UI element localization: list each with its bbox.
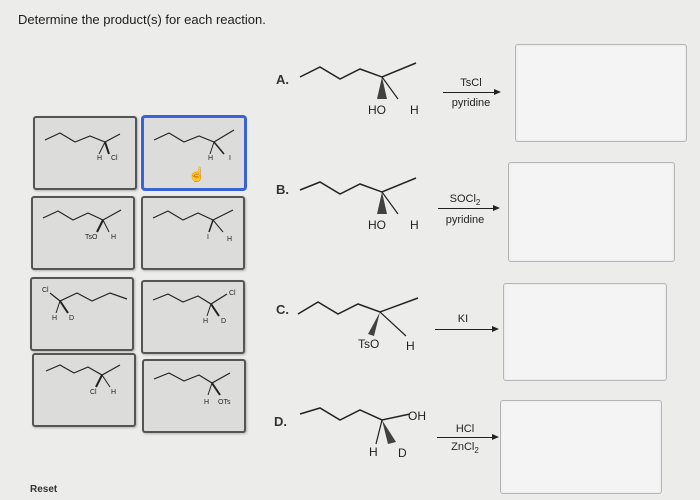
subscript: 2 — [474, 446, 479, 456]
reaction-letter: C. — [276, 302, 289, 317]
molecule-structure — [299, 177, 417, 215]
atom-label: H — [369, 445, 378, 459]
reagent-text: SOCl — [449, 193, 476, 205]
molecule-structure — [49, 292, 128, 314]
atom-label: H — [204, 399, 210, 406]
subscript: 2 — [475, 198, 481, 208]
reagent-below: pyridine — [445, 214, 485, 226]
reaction-letter: D. — [274, 414, 287, 429]
answer-dropzone-b[interactable] — [508, 162, 675, 262]
atom-label: H — [203, 318, 209, 325]
atom-label: H — [410, 218, 419, 232]
atom-label: H — [227, 236, 233, 243]
answer-tile-2[interactable]: H I — [142, 116, 246, 190]
molecule-structure — [299, 407, 411, 445]
molecule-structure — [153, 129, 235, 155]
atom-label: OH — [408, 409, 426, 423]
atom-label: Cl — [111, 155, 118, 162]
atom-label: TsO — [85, 234, 98, 241]
answer-tile-5[interactable]: Cl H D — [30, 277, 134, 351]
reaction-arrow — [443, 89, 501, 95]
atom-label: H — [410, 103, 419, 117]
answer-dropzone-d[interactable] — [500, 400, 662, 494]
answer-tile-3[interactable]: TsO H — [31, 196, 135, 270]
atom-label: I — [229, 155, 231, 162]
page-title: Determine the product(s) for each reacti… — [18, 12, 266, 27]
answer-tile-8[interactable]: H OTs — [142, 359, 246, 433]
atom-label: H — [406, 339, 415, 353]
molecule-structure — [153, 372, 231, 396]
reagent-below: pyridine — [451, 97, 491, 109]
atom-label: HO — [368, 103, 386, 117]
reagent-text: ZnCl — [451, 441, 475, 453]
atom-label: H — [52, 315, 58, 322]
hand-pointer-icon: ☝ — [188, 166, 206, 182]
atom-label: OTs — [218, 399, 231, 406]
molecule-structure — [44, 132, 121, 155]
atom-label: Cl — [229, 290, 236, 297]
reagent-above: SOCl2 — [430, 193, 500, 208]
atom-label: Cl — [90, 389, 97, 396]
molecule-structure — [42, 209, 122, 233]
atom-label: D — [398, 446, 407, 460]
answer-tile-4[interactable]: I H — [141, 196, 245, 270]
answer-tile-6[interactable]: Cl H D — [141, 280, 245, 354]
reaction-arrow — [438, 205, 500, 211]
atom-label: Cl — [42, 287, 49, 294]
atom-label: H — [97, 155, 103, 162]
reaction-letter: B. — [276, 182, 289, 197]
answer-dropzone-c[interactable] — [503, 283, 667, 381]
molecule-structure — [152, 293, 228, 317]
reaction-arrow — [435, 326, 499, 332]
atom-label: D — [221, 318, 227, 325]
molecule-structure — [299, 62, 417, 100]
answer-tile-7[interactable]: Cl H — [32, 353, 136, 427]
atom-label: H — [208, 155, 214, 162]
atom-label: H — [111, 389, 117, 396]
reagent-above: KI — [457, 313, 469, 325]
molecule-structure — [297, 297, 419, 337]
atom-label: HO — [368, 218, 386, 232]
reaction-arrow — [437, 434, 499, 440]
reaction-letter: A. — [276, 72, 289, 87]
answer-tile-1[interactable]: H Cl — [33, 116, 137, 190]
atom-label: I — [207, 234, 209, 241]
atom-label: H — [111, 234, 117, 241]
reset-button[interactable]: Reset — [30, 484, 58, 495]
atom-label: TsO — [358, 337, 380, 351]
answer-dropzone-a[interactable] — [515, 44, 687, 142]
reagent-above: TsCl — [460, 77, 482, 89]
molecule-structure — [152, 209, 234, 233]
atom-label: D — [69, 315, 75, 322]
molecule-structure — [45, 364, 121, 388]
reagent-below: ZnCl2 — [430, 441, 500, 456]
reagent-above: HCl — [455, 423, 475, 435]
